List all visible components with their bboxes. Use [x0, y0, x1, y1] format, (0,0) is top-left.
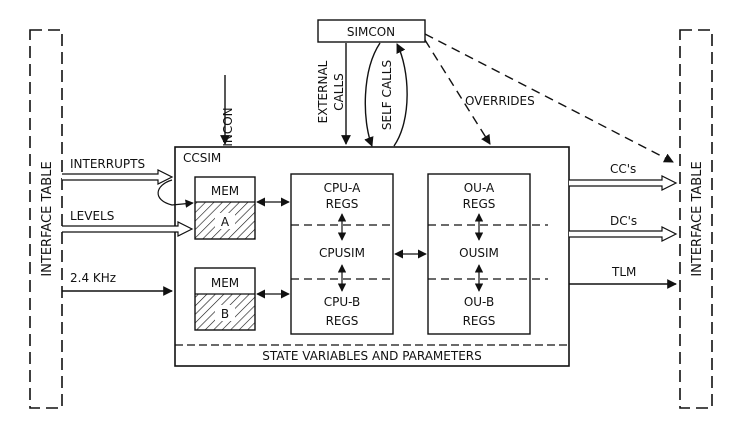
interrupts-label: INTERRUPTS: [70, 157, 145, 171]
incon-label: INCON: [221, 107, 235, 146]
ccsim-box: CCSIM STATE VARIABLES AND PARAMETERS: [174, 146, 570, 367]
ccs-arrow: CC's: [569, 162, 678, 191]
ou-b-label: OU-B: [464, 295, 494, 309]
incon-arrow: INCON: [220, 75, 235, 147]
state-variables-label: STATE VARIABLES AND PARAMETERS: [262, 349, 481, 363]
tlm-label: TLM: [611, 265, 636, 279]
ousim-label: OUSIM: [459, 246, 499, 260]
overrides-label: OVERRIDES: [465, 94, 535, 108]
mem-b-block: MEM B: [194, 267, 256, 331]
simcon-label: SIMCON: [347, 25, 395, 39]
clock-input-arrow: 2.4 KHz: [62, 271, 173, 296]
mem-b-title: MEM: [211, 276, 239, 290]
tlm-arrow: TLM: [569, 265, 677, 289]
interrupts-arrow: INTERRUPTS: [62, 157, 174, 185]
cpusim-label: CPUSIM: [319, 246, 365, 260]
cpu-block: CPU-A REGS CPUSIM CPU-B REGS: [290, 173, 394, 335]
ou-block: OU-A REGS OUSIM OU-B REGS: [427, 173, 548, 335]
clock-label: 2.4 KHz: [70, 271, 116, 285]
interface-table-left-label: INTERFACE TABLE: [40, 161, 55, 276]
overrides-arrows: OVERRIDES: [424, 33, 674, 163]
cpu-a-regs-label: REGS: [326, 197, 359, 211]
dcs-arrow: DC's: [569, 214, 678, 242]
mem-a-letter: A: [221, 215, 230, 229]
mem-a-title: MEM: [211, 184, 239, 198]
ou-a-regs-label: REGS: [463, 197, 496, 211]
external-calls-arrow: EXTERNAL CALLS: [316, 43, 351, 145]
mem-a-block: MEM A: [194, 176, 256, 240]
self-calls-loop: SELF CALLS: [364, 42, 408, 147]
levels-arrow: LEVELS: [62, 209, 194, 237]
self-calls-label: SELF CALLS: [380, 60, 394, 130]
ccs-label: CC's: [610, 162, 636, 176]
cpu-b-label: CPU-B: [324, 295, 361, 309]
simcon-box: SIMCON: [317, 19, 426, 43]
interface-table-right-label: INTERFACE TABLE: [690, 161, 705, 276]
levels-label: LEVELS: [70, 209, 114, 223]
dcs-label: DC's: [610, 214, 637, 228]
ou-b-regs-label: REGS: [463, 314, 496, 328]
ccsim-label: CCSIM: [183, 151, 221, 165]
external-calls-label-2: CALLS: [332, 73, 346, 111]
interface-table-left: INTERFACE TABLE: [29, 29, 63, 409]
external-calls-label-1: EXTERNAL: [316, 60, 330, 123]
cpu-b-regs-label: REGS: [326, 314, 359, 328]
mem-b-letter: B: [221, 307, 229, 321]
cpu-a-label: CPU-A: [324, 181, 361, 195]
interface-table-right: INTERFACE TABLE: [679, 29, 713, 409]
ou-a-label: OU-A: [464, 181, 495, 195]
interrupt-loop-arrow: [157, 179, 194, 208]
